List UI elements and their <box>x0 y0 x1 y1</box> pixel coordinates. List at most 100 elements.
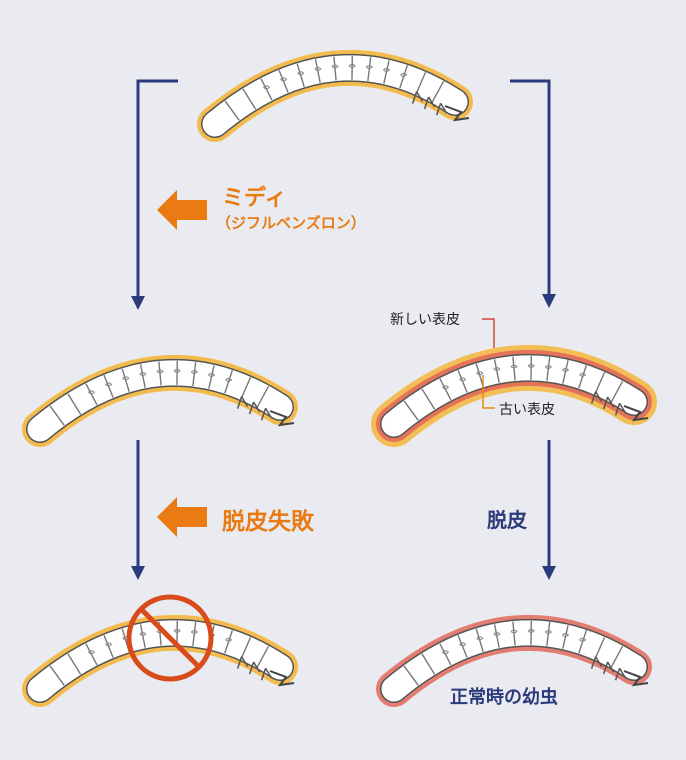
segment-mark <box>280 77 288 82</box>
molt-label: 脱皮 <box>487 508 527 532</box>
new-cuticle-leader <box>482 318 495 348</box>
larva-leg <box>590 656 603 669</box>
old-cuticle-label: 古い表皮 <box>499 402 555 418</box>
segment-mark <box>442 385 450 390</box>
body-segment <box>431 80 445 103</box>
old-cuticle-leader <box>482 375 495 409</box>
body-segment <box>67 653 82 675</box>
segment-mark <box>544 364 552 369</box>
body-segment <box>242 88 257 110</box>
arrowhead-left-bottom <box>131 566 145 580</box>
normal-larva-label: 正常時の幼虫 <box>450 687 558 708</box>
larva-head <box>269 670 295 687</box>
larva-molt-failed <box>22 614 298 707</box>
arrowhead-right-bottom <box>542 566 556 580</box>
segment-mark <box>510 629 518 634</box>
segment-mark <box>122 376 130 381</box>
body-segment <box>240 637 252 660</box>
larva-leg <box>248 401 261 415</box>
segment-mark <box>383 67 391 72</box>
larva-before-molt <box>371 344 657 447</box>
body-segment <box>421 388 436 410</box>
segment-mark <box>314 66 322 71</box>
segment-mark <box>208 372 216 377</box>
body-segment <box>610 380 624 403</box>
body-segment <box>256 385 270 408</box>
segment-mark <box>348 63 356 68</box>
segment-mark <box>459 377 467 382</box>
body-segment <box>49 405 65 426</box>
larva-leg <box>411 91 424 104</box>
larva-leg <box>602 661 615 675</box>
segment-mark <box>579 637 587 642</box>
segment-mark <box>173 368 181 373</box>
segment-mark <box>88 390 96 395</box>
segment-mark <box>442 650 450 655</box>
flow-arrow-right-top <box>510 79 551 296</box>
segment-mark <box>476 371 484 376</box>
segment-mark <box>476 636 484 641</box>
larva-initial <box>197 49 473 142</box>
segment-mark <box>400 72 408 77</box>
segment-mark <box>190 629 198 634</box>
larva-head <box>623 405 649 422</box>
body-segment <box>240 377 252 400</box>
segment-mark <box>139 371 147 376</box>
segment-mark <box>510 364 518 369</box>
segment-mark <box>527 628 535 633</box>
larva-leg <box>435 102 448 116</box>
segment-mark <box>225 377 233 382</box>
midi-label: ミディ <box>222 186 287 211</box>
arrowhead-left-top <box>131 296 145 310</box>
larva-leg <box>236 656 249 669</box>
segment-mark <box>493 631 501 636</box>
segment-mark <box>105 642 113 647</box>
larva-leg <box>614 667 627 681</box>
left-arrow-icon <box>157 497 207 537</box>
segment-mark <box>562 367 570 372</box>
segment-mark <box>105 382 113 387</box>
segment-mark <box>579 372 587 377</box>
body-segment <box>594 372 606 395</box>
molt-failure-label: 脱皮失敗 <box>222 509 314 535</box>
body-segment <box>594 637 606 660</box>
larva-normal <box>376 614 652 707</box>
prohibition-icon <box>126 594 214 682</box>
segment-mark <box>88 650 96 655</box>
body-segment <box>403 665 419 686</box>
flow-arrow-left-top <box>136 79 178 298</box>
larva-leg <box>590 391 603 404</box>
segment-mark <box>173 628 181 633</box>
larva-leg <box>236 396 249 409</box>
segment-mark <box>225 637 233 642</box>
left-arrow-icon <box>157 190 207 230</box>
segment-mark <box>156 369 164 374</box>
segment-mark <box>190 369 198 374</box>
body-segment <box>49 665 65 686</box>
body-segment <box>224 100 240 121</box>
segment-mark <box>562 632 570 637</box>
larva-head <box>269 410 295 427</box>
body-segment <box>421 653 436 675</box>
segment-mark <box>459 642 467 647</box>
body-segment <box>403 400 419 421</box>
segment-mark <box>139 631 147 636</box>
larva-leg <box>602 396 615 410</box>
larva-leg <box>614 402 627 416</box>
larva-treated <box>22 354 298 447</box>
body-segment <box>256 645 270 668</box>
larva-leg <box>423 96 436 110</box>
larva-head <box>623 670 649 687</box>
body-segment <box>67 393 82 415</box>
midi-sub-label: （ジフルベンズロン） <box>216 214 366 232</box>
larva-leg <box>248 661 261 675</box>
segment-mark <box>527 363 535 368</box>
new-cuticle-label: 新しい表皮 <box>390 312 460 328</box>
larva-leg <box>260 407 273 421</box>
larva-leg <box>260 667 273 681</box>
segment-mark <box>331 64 339 69</box>
segment-mark <box>263 85 271 90</box>
segment-mark <box>544 629 552 634</box>
segment-mark <box>493 366 501 371</box>
